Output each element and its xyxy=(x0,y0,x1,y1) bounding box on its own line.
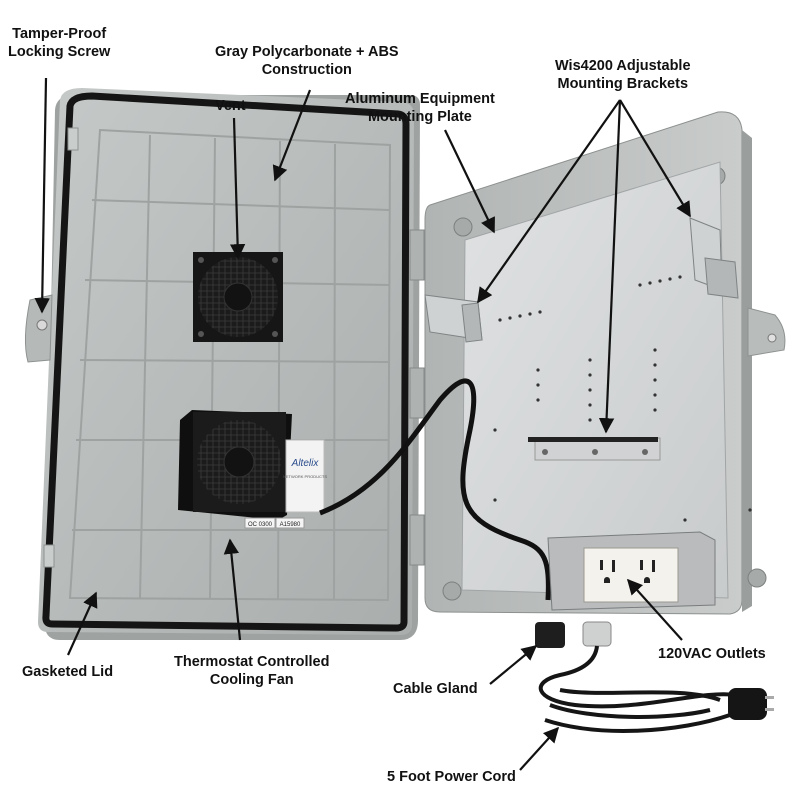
cooling-fan-label: Thermostat Controlled Cooling Fan xyxy=(174,654,330,688)
wis4200-brackets xyxy=(424,217,739,343)
arrow-tamper xyxy=(34,77,50,314)
tamper-proof-label: Tamper-Proof Locking Screw xyxy=(8,26,111,60)
arrow-mounting-plate xyxy=(444,129,495,234)
brand-subtitle: NETWORK PRODUCTS xyxy=(283,474,327,479)
arrow-bracket-left xyxy=(477,99,621,304)
arrow-gasket xyxy=(66,591,98,656)
outlet-box xyxy=(547,531,716,611)
cooling-fan: Altelix NETWORK PRODUCTS OC 0300 A15980 xyxy=(178,410,327,529)
arrow-cable-gland xyxy=(489,645,538,685)
arrow-cooling-fan xyxy=(223,538,242,641)
brand-name: Altelix xyxy=(291,458,320,469)
arrow-outlets xyxy=(626,578,683,641)
construction-label: Gray Polycarbonate + ABS Construction xyxy=(215,44,399,78)
sticker-oc: OC 0300 xyxy=(248,522,273,528)
power-cord xyxy=(538,645,774,733)
mounting-plate-label: Aluminum Equipment Mounting Plate xyxy=(345,91,495,125)
lid-gasket xyxy=(42,92,410,632)
outlets-label: 120VAC Outlets xyxy=(658,646,766,662)
arrow-bracket-right xyxy=(619,99,691,218)
arrow-bracket-mid xyxy=(598,99,622,434)
gasketed-lid-label: Gasketed Lid xyxy=(22,664,114,680)
enclosure-lid xyxy=(24,88,420,640)
arrow-construction xyxy=(272,89,312,182)
brand-label xyxy=(285,439,325,513)
brackets-label: Wis4200 Adjustable Mounting Brackets xyxy=(555,58,691,92)
callout-arrows xyxy=(34,77,691,771)
sticker-serial: A15980 xyxy=(280,522,301,528)
fan-cable xyxy=(319,378,551,601)
tamper-screw xyxy=(36,319,48,331)
vent-label: Vent xyxy=(215,98,246,114)
arrow-vent xyxy=(229,117,246,260)
hinges xyxy=(409,229,425,566)
vent-fan xyxy=(193,252,283,342)
cable-glands xyxy=(535,621,612,648)
mounting-plate xyxy=(461,161,752,599)
cable-gland-label: Cable Gland xyxy=(393,681,478,697)
arrow-power-cord xyxy=(519,726,560,771)
power-cord-label: 5 Foot Power Cord xyxy=(387,769,516,785)
